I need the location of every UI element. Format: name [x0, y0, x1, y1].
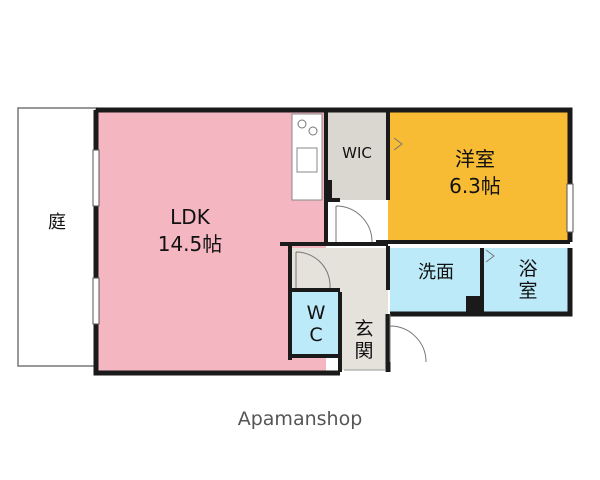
wic-label: WIC	[342, 144, 372, 162]
stove-burner-icon	[308, 126, 318, 136]
wall-post	[324, 180, 332, 198]
stove-burner-icon	[297, 119, 307, 129]
entrance-char: 関	[354, 340, 374, 362]
toilet-room	[292, 290, 340, 356]
hall-lower	[290, 248, 388, 290]
ldk-name: LDK	[170, 205, 210, 229]
entrance-char: 玄	[354, 318, 374, 340]
bath-char: 室	[518, 280, 538, 302]
entrance-label: 玄 関	[350, 318, 378, 362]
bath-label: 浴 室	[514, 258, 542, 302]
wc-char: C	[309, 324, 323, 346]
western-room-label: 洋室 6.3帖	[420, 146, 530, 200]
window-icon	[92, 149, 100, 207]
window-icon	[566, 183, 574, 233]
walk-in-closet	[326, 110, 388, 200]
western-room-name: 洋室	[455, 147, 495, 171]
brand-watermark: Apamanshop	[237, 408, 363, 430]
wc-label: W C	[302, 302, 330, 346]
garden-area	[17, 107, 97, 367]
window-icon	[92, 277, 100, 325]
sink-icon	[296, 147, 318, 173]
ldk-label: LDK 14.5帖	[130, 204, 250, 258]
western-room	[388, 110, 570, 242]
wc-char: W	[306, 302, 326, 324]
garden-label: 庭	[48, 212, 66, 233]
wall-post	[466, 296, 480, 312]
door-swings	[295, 137, 495, 363]
bathroom	[482, 248, 570, 314]
bath-char: 浴	[518, 258, 538, 280]
washroom-label: 洗面	[418, 262, 454, 283]
entrance-area	[340, 290, 388, 370]
western-room-size: 6.3帖	[449, 174, 501, 198]
ldk-size: 14.5帖	[157, 232, 223, 256]
interior-walls	[280, 110, 570, 372]
